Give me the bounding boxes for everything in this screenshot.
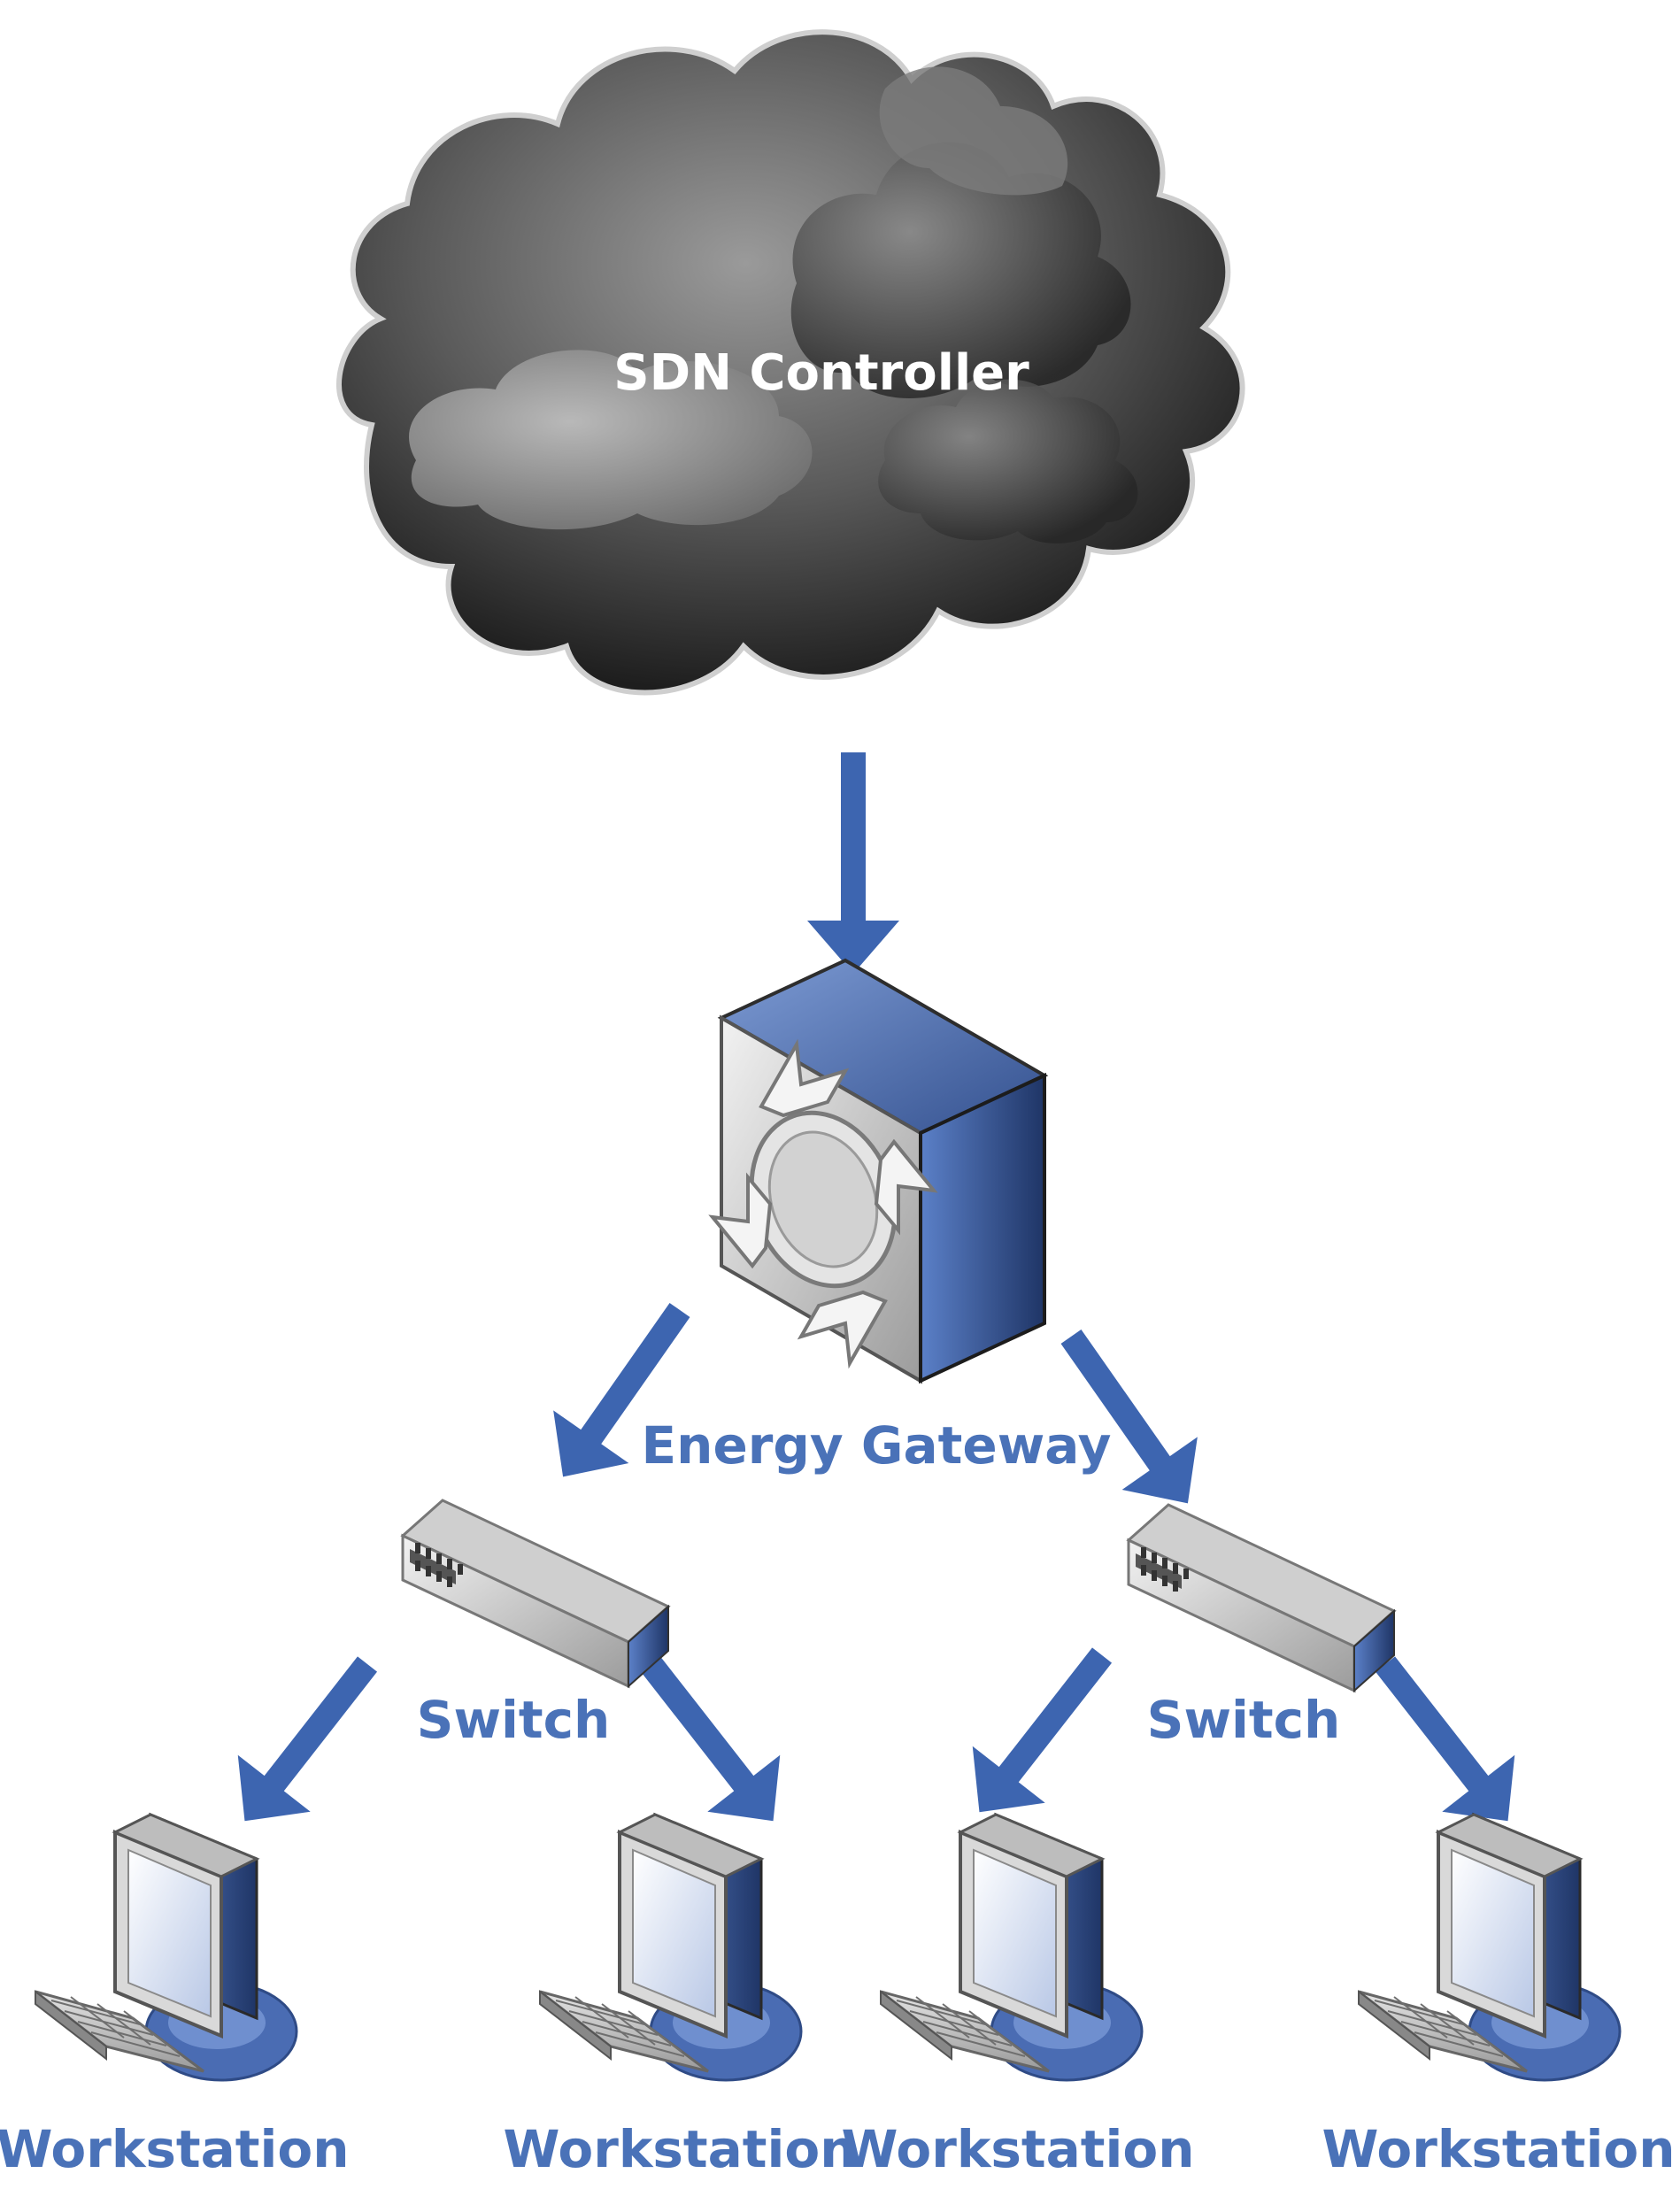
workstation-3-label: Workstation xyxy=(841,2119,1194,2179)
workstation-2: Workstation xyxy=(503,1813,857,2179)
energy-gateway-label: Energy Gateway xyxy=(642,1415,1112,1476)
workstation-icon xyxy=(1357,1813,1622,2082)
energy-gateway: Energy Gateway xyxy=(642,958,1112,1476)
network-switch-icon xyxy=(1127,1503,1396,1692)
workstation-2-label: Workstation xyxy=(503,2119,856,2179)
workstation-4: Workstation xyxy=(1322,1813,1676,2179)
cloud-icon xyxy=(336,29,1245,696)
switch-right: Switch xyxy=(1127,1503,1396,1750)
arrow-cloud-to-gateway xyxy=(807,752,899,974)
workstation-icon xyxy=(34,1813,298,2082)
workstation-1-label: Workstation xyxy=(0,2119,350,2179)
switch-right-label: Switch xyxy=(1147,1690,1341,1750)
network-switch-icon xyxy=(401,1499,670,1688)
arrow-switch-right-to-ws-3 xyxy=(943,1626,1138,1841)
gateway-router-icon xyxy=(708,958,1049,1384)
sdn-controller-label: SDN Controller xyxy=(613,344,1029,402)
workstation-icon xyxy=(538,1813,803,2082)
switch-left: Switch xyxy=(401,1499,670,1750)
workstation-icon xyxy=(879,1813,1144,2082)
workstation-1: Workstation xyxy=(0,1813,350,2179)
workstation-3: Workstation xyxy=(841,1813,1195,2179)
switch-left-label: Switch xyxy=(417,1690,611,1750)
workstation-4-label: Workstation xyxy=(1322,2119,1675,2179)
sdn-controller-cloud: SDN Controller xyxy=(336,29,1245,696)
arrow-switch-left-to-ws-1 xyxy=(208,1635,404,1850)
